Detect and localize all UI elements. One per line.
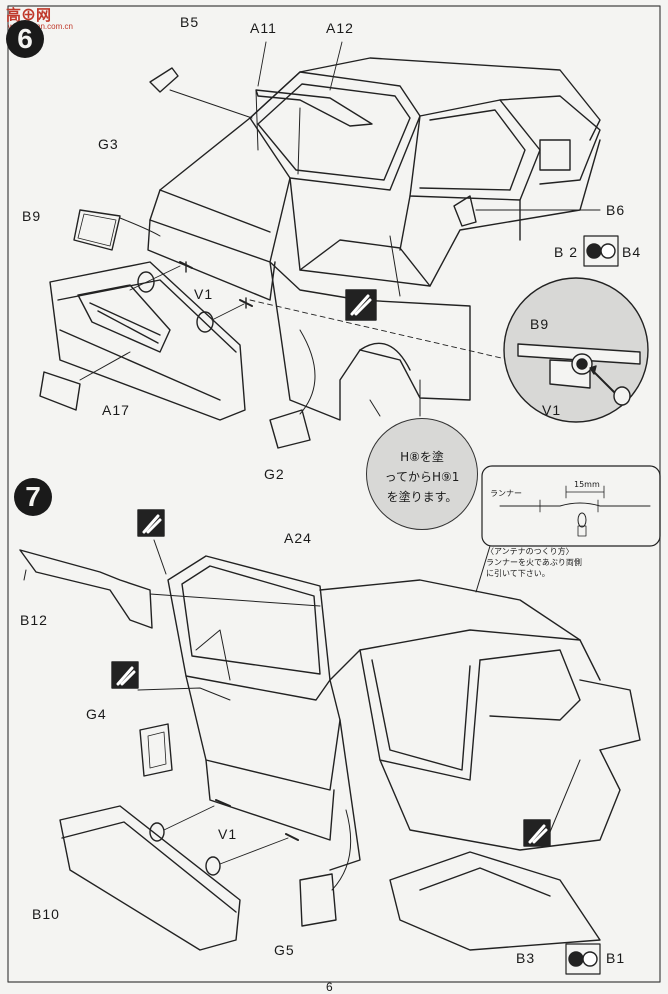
- paint-marker-icon: [345, 289, 377, 321]
- label-A24: A24: [284, 530, 312, 546]
- label-B12: B12: [20, 612, 48, 628]
- step-6-number: 6: [6, 20, 44, 58]
- paint-note-line-1: H⑧を塗: [400, 450, 444, 464]
- label-B4: B4: [622, 244, 642, 260]
- part-A17: [39, 351, 131, 411]
- part-V1-rear: [149, 799, 299, 876]
- antenna-note: 〈アンテナのつくり方〉 ランナーを火であぶり両側 に引いて下さい。: [486, 546, 582, 579]
- label-G3: G3: [98, 136, 119, 152]
- paint-marker-icon: [111, 661, 139, 689]
- part-B5: [149, 67, 253, 119]
- label-V1-front: V1: [194, 286, 214, 302]
- color-chip-B2-B4: [583, 235, 619, 267]
- part-B6: [453, 195, 601, 227]
- part-B12: [19, 549, 153, 629]
- color-chip-B3-B1: [565, 943, 601, 975]
- antenna-length-label: 15mm: [574, 480, 600, 489]
- label-B6: B6: [606, 202, 626, 218]
- part-G5: [299, 809, 352, 927]
- label-B10: B10: [32, 906, 60, 922]
- label-B2: B 2: [554, 244, 579, 260]
- part-G2: [269, 329, 316, 449]
- part-V1-grommets: [129, 261, 253, 333]
- paint-marker-icon: [137, 509, 165, 537]
- part-G4: [139, 723, 173, 777]
- label-G5: G5: [274, 942, 295, 958]
- label-A11: A11: [250, 20, 277, 36]
- step-7-number: 7: [14, 478, 52, 516]
- paint-marker-icon: [523, 819, 551, 847]
- car-body-rear: [59, 555, 641, 951]
- antenna-note-line-2: に引いて下さい。: [486, 569, 550, 578]
- label-B9: B9: [22, 208, 42, 224]
- label-B9-detail: B9: [530, 316, 550, 332]
- label-V1-rear: V1: [218, 826, 238, 842]
- antenna-note-line-1: ランナーを火であぶり両側: [486, 558, 582, 567]
- label-A12: A12: [326, 20, 354, 36]
- detail-circle-B9-V1: [503, 277, 649, 423]
- label-A17: A17: [102, 402, 130, 418]
- paint-note: H⑧を塗 ってからH⑨1 を塗ります。: [366, 418, 478, 530]
- antenna-runner-label: ランナー: [490, 489, 522, 498]
- page-number: 6: [326, 980, 333, 994]
- paint-note-line-2: ってからH⑨1: [384, 470, 460, 484]
- label-G4: G4: [86, 706, 107, 722]
- part-G3: [73, 209, 161, 251]
- label-G2: G2: [264, 466, 285, 482]
- antenna-note-title: 〈アンテナのつくり方〉: [486, 547, 574, 556]
- watermark-title: 高⊕网: [6, 7, 52, 24]
- watermark-url: www.nnnn.com.cn: [8, 22, 73, 31]
- label-B1: B1: [606, 950, 626, 966]
- label-V1-detail: V1: [542, 402, 562, 418]
- part-wipers: [255, 41, 373, 175]
- car-body-front: [49, 57, 601, 421]
- label-B3: B3: [516, 950, 536, 966]
- label-B5: B5: [180, 14, 200, 30]
- paint-note-line-3: を塗ります。: [386, 490, 458, 504]
- antenna-detail-box: [481, 465, 661, 547]
